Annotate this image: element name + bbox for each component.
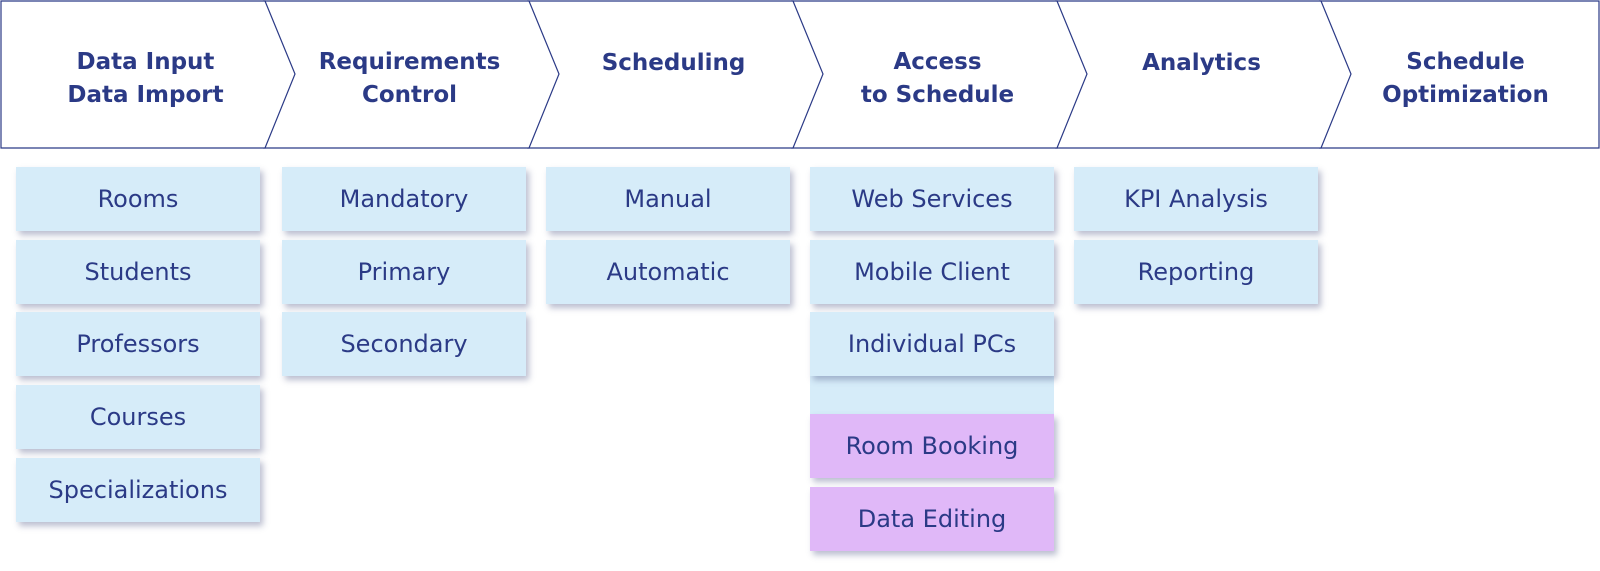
item-primary: Primary xyxy=(282,240,526,304)
stage-chevron-bar xyxy=(0,0,1600,149)
item-data-editing: Data Editing xyxy=(810,487,1054,551)
item-kpi-analysis: KPI Analysis xyxy=(1074,167,1318,231)
item-manual: Manual xyxy=(546,167,790,231)
item-specializations: Specializations xyxy=(16,458,260,522)
stage-title-analytics: Analytics xyxy=(1142,49,1261,76)
item-web-services: Web Services xyxy=(810,167,1054,231)
item-students: Students xyxy=(16,240,260,304)
stage-title-schedule-optimization: Schedule Optimization xyxy=(1382,49,1549,108)
item-automatic: Automatic xyxy=(546,240,790,304)
stage-title-access-to-schedule: Access to Schedule xyxy=(860,49,1015,108)
item-rooms: Rooms xyxy=(16,167,260,231)
item-courses: Courses xyxy=(16,385,260,449)
item-professors: Professors xyxy=(16,312,260,376)
stage-title-scheduling: Scheduling xyxy=(601,49,746,76)
stage-title-data-input: Data Input Data Import xyxy=(67,49,224,108)
item-secondary: Secondary xyxy=(282,312,526,376)
item-individual-pcs: Individual PCs xyxy=(810,312,1054,376)
item-reporting: Reporting xyxy=(1074,240,1318,304)
item-mandatory: Mandatory xyxy=(282,167,526,231)
stage-chevron-1 xyxy=(0,0,296,149)
item-room-booking: Room Booking xyxy=(810,414,1054,478)
access-group-divider xyxy=(810,376,1054,414)
stage-title-requirements-control: Requirements Control xyxy=(318,49,501,108)
item-mobile-client: Mobile Client xyxy=(810,240,1054,304)
